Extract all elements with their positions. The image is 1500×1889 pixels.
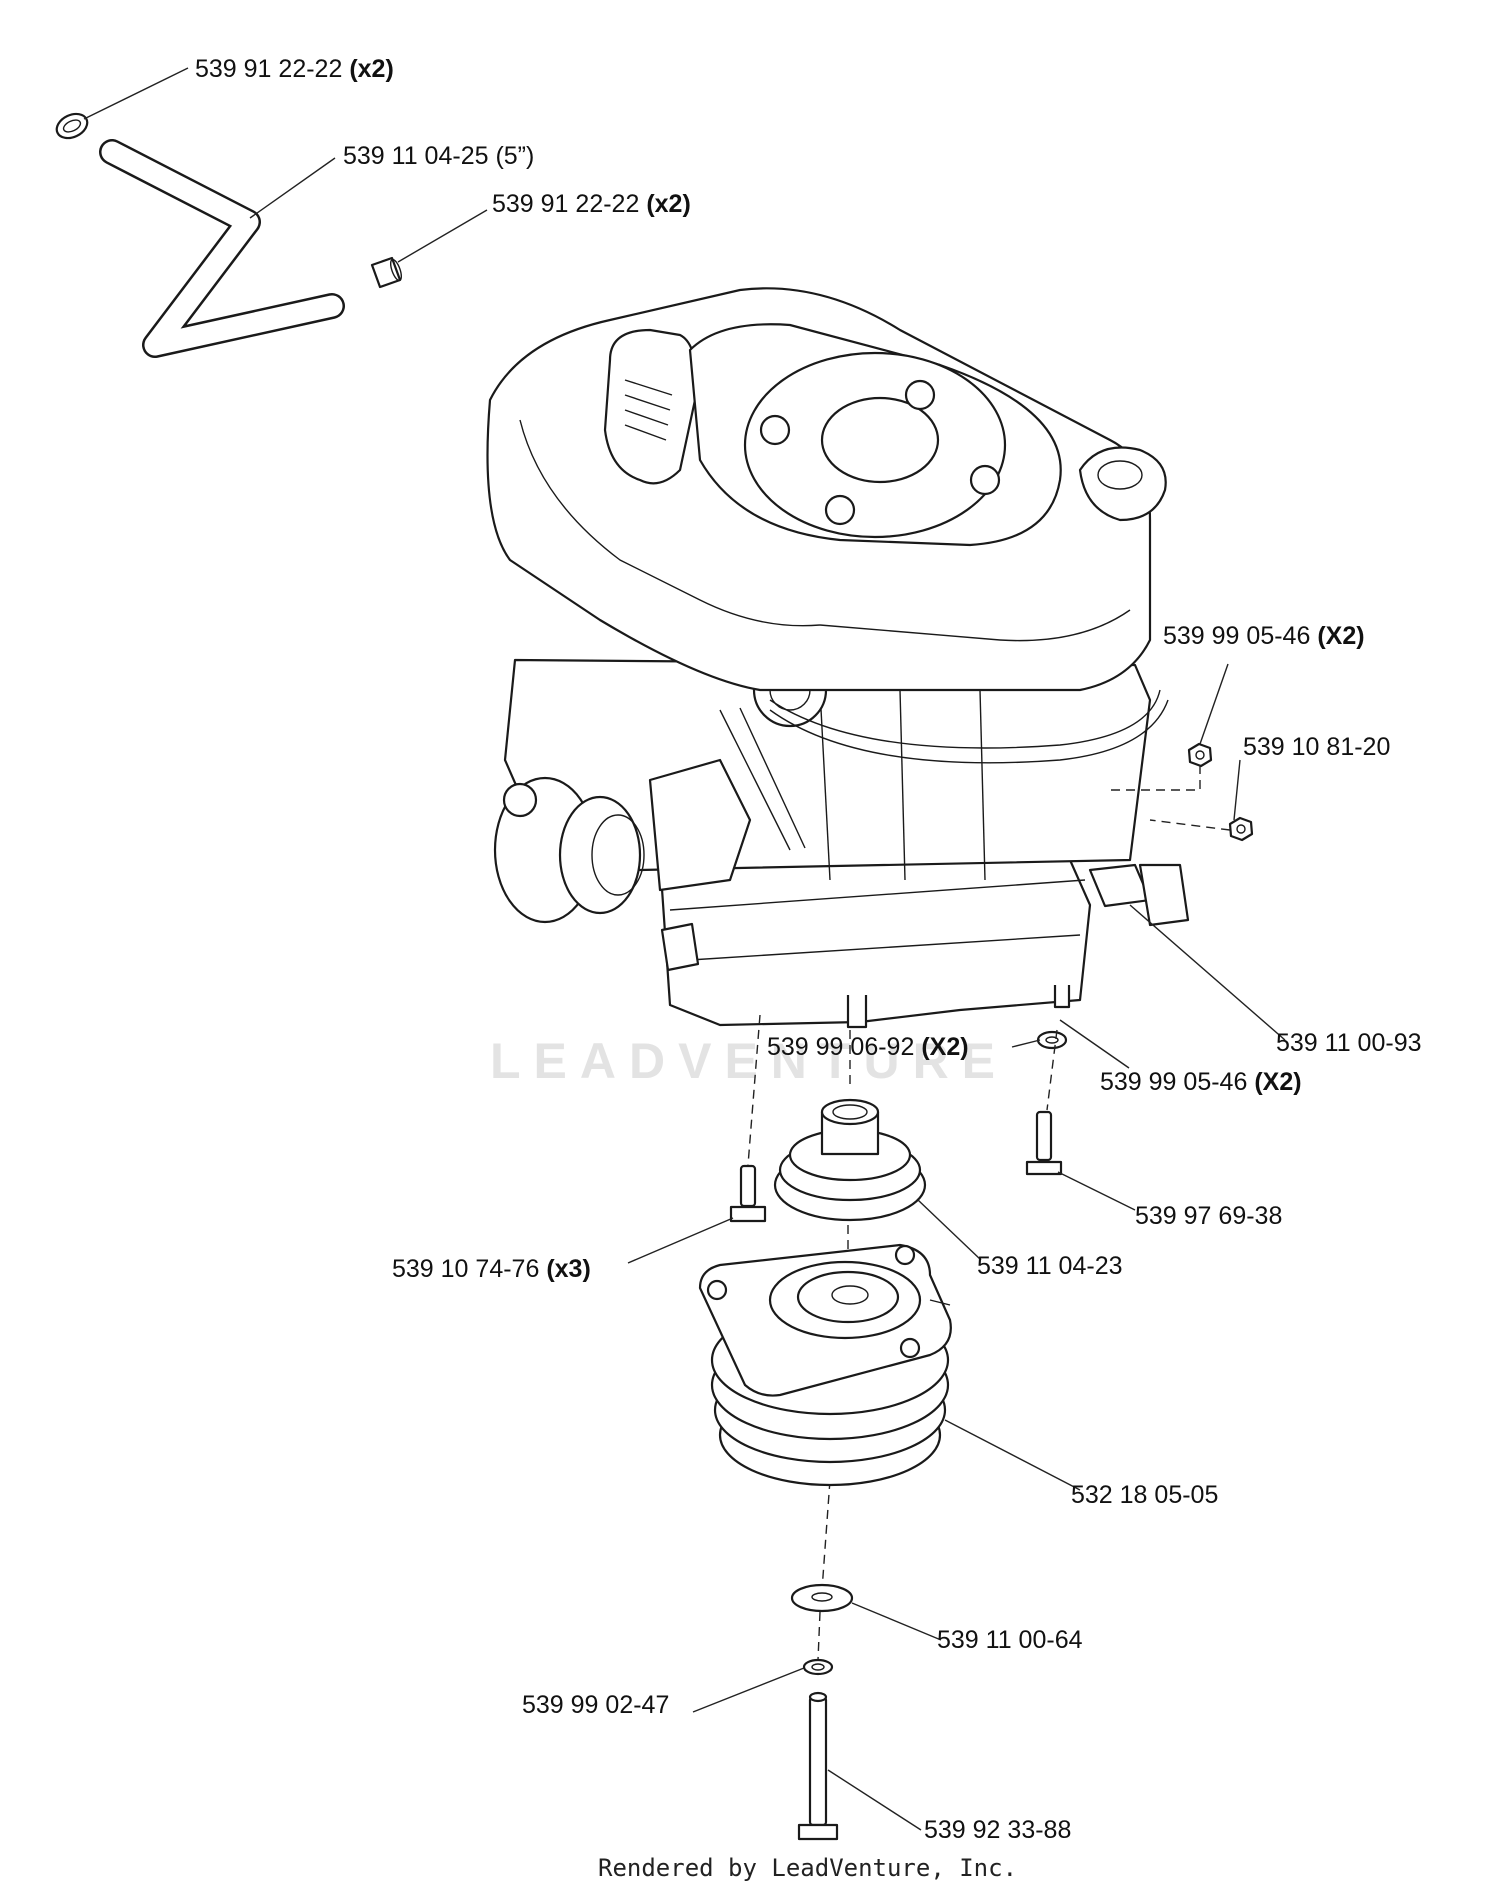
hose-clamp-small: [370, 256, 403, 289]
callout-539-99-05-46-upper: 539 99 05-46 (X2): [1163, 622, 1365, 650]
callout-539-11-04-23: 539 11 04-23: [977, 1252, 1123, 1280]
leader-lines: [83, 67, 1286, 1831]
pulley-539-11-04-23: [773, 1098, 927, 1222]
callout-539-92-33-88: 539 92 33-88: [924, 1816, 1071, 1844]
callout-539-11-00-64: 539 11 00-64: [937, 1626, 1083, 1654]
watermark: LEADVENTURE: [490, 1033, 1008, 1089]
bolt-539-10-74-76: [729, 1164, 767, 1223]
fuel-hose: [99, 139, 345, 358]
callout-539-10-81-20: 539 10 81-20: [1243, 733, 1390, 761]
assembly-line-right: [1046, 1029, 1058, 1111]
callout-539-91-22-22-b: 539 91 22-22 (x2): [492, 190, 691, 218]
pto-clutch-532-18-05-05: [698, 1243, 952, 1487]
callout-539-99-02-47: 539 99 02-47: [522, 1691, 669, 1719]
callout-539-91-22-22-a: 539 91 22-22 (x2): [195, 55, 394, 83]
callout-539-99-06-92: 539 99 06-92 (X2): [767, 1033, 969, 1061]
assembly-line-nut: [1105, 765, 1201, 791]
assembly-line-center-3: [821, 1479, 831, 1591]
callout-539-10-74-76: 539 10 74-76 (x3): [392, 1255, 591, 1283]
washer-539-11-00-64: [790, 1583, 854, 1613]
engine-assembly: [486, 287, 1190, 1029]
callout-539-99-05-46-lower: 539 99 05-46 (X2): [1100, 1068, 1302, 1096]
nut-539-99-05-46-upper: [1187, 742, 1213, 768]
bolt-539-97-69-38: [1025, 1110, 1063, 1176]
nut-539-10-81-20: [1228, 816, 1254, 842]
bolt-539-92-33-88: [797, 1691, 839, 1841]
footer-credit: Rendered by LeadVenture, Inc.: [598, 1854, 1017, 1882]
callout-539-11-04-25: 539 11 04-25 (5”): [343, 142, 534, 170]
washer-539-99-06-92: [1036, 1030, 1068, 1050]
lock-washer-539-99-02-47: [802, 1658, 834, 1676]
callout-539-11-00-93: 539 11 00-93: [1276, 1029, 1422, 1057]
hose-clamp-top: [55, 112, 89, 140]
assembly-line-center-4: [817, 1611, 821, 1661]
callout-539-97-69-38: 539 97 69-38: [1135, 1202, 1282, 1230]
assembly-line-nut-2: [1149, 819, 1231, 831]
assembly-line-left: [747, 1014, 761, 1166]
callout-532-18-05-05: 532 18 05-05: [1071, 1481, 1218, 1509]
